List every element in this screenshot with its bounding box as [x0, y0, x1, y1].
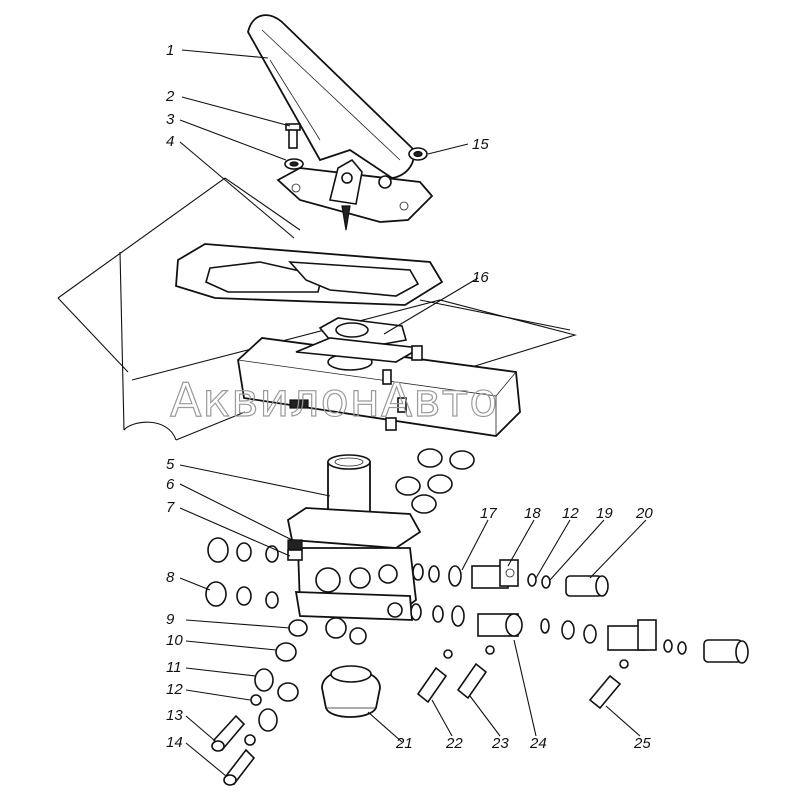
callout-25: 25	[633, 735, 651, 752]
tee-fitting-18	[471, 559, 519, 589]
callout-1: 1	[166, 42, 174, 59]
callout-22: 22	[445, 735, 463, 752]
nipple-14	[223, 748, 256, 786]
pedal-bracket	[276, 158, 434, 231]
callout-11: 11	[166, 659, 182, 676]
nipple-23	[456, 645, 495, 700]
callout-15: 15	[472, 136, 489, 153]
nipple-13	[211, 714, 246, 752]
seal-plate	[318, 317, 408, 345]
callout-10: 10	[166, 632, 183, 649]
callout-7: 7	[166, 499, 175, 516]
brake-valve	[286, 454, 422, 645]
floor-gasket	[175, 243, 444, 306]
callout-12-right: 12	[562, 505, 579, 522]
callout-4: 4	[166, 133, 174, 150]
callout-3: 3	[166, 111, 175, 128]
callout-2: 2	[165, 88, 175, 105]
beam-fasteners	[395, 448, 475, 514]
nut	[408, 147, 428, 161]
callout-13: 13	[166, 707, 183, 724]
tee-fitting-24	[477, 613, 523, 637]
nipple-25	[588, 659, 629, 710]
washer	[284, 158, 304, 170]
watermark-text: АквилонАвто	[170, 373, 498, 427]
callout-19: 19	[596, 505, 613, 522]
callout-6: 6	[166, 476, 175, 493]
callout-18: 18	[524, 505, 541, 522]
leader-lines	[179, 49, 647, 777]
callout-14: 14	[166, 734, 183, 751]
left-fittings	[205, 537, 279, 609]
nipple-22	[416, 649, 453, 704]
support-beam	[237, 337, 521, 437]
screw-washer	[287, 539, 303, 561]
callout-24: 24	[529, 735, 547, 752]
adapter-20	[565, 575, 609, 597]
callout-labels: 1 2 3 4 15 16 5 6 7 8 17 18 12 19 20 9 1…	[165, 42, 653, 752]
callout-21: 21	[395, 735, 413, 752]
callout-23: 23	[491, 735, 509, 752]
right-rings-lower	[410, 603, 687, 655]
right-rings-upper	[412, 563, 551, 589]
callout-20: 20	[635, 505, 653, 522]
tee-fitting-right	[607, 619, 657, 651]
bolt	[285, 123, 301, 149]
callout-17: 17	[480, 505, 497, 522]
callout-5: 5	[166, 456, 175, 473]
cab-floor-outline	[57, 177, 578, 441]
callout-12-left: 12	[166, 681, 183, 698]
valve-cap	[321, 665, 381, 718]
callout-16: 16	[472, 269, 489, 286]
callout-9: 9	[166, 611, 175, 628]
callout-8: 8	[166, 569, 175, 586]
lever-handle	[247, 14, 415, 179]
o-rings-left	[244, 619, 308, 746]
adapter-right	[703, 639, 749, 664]
